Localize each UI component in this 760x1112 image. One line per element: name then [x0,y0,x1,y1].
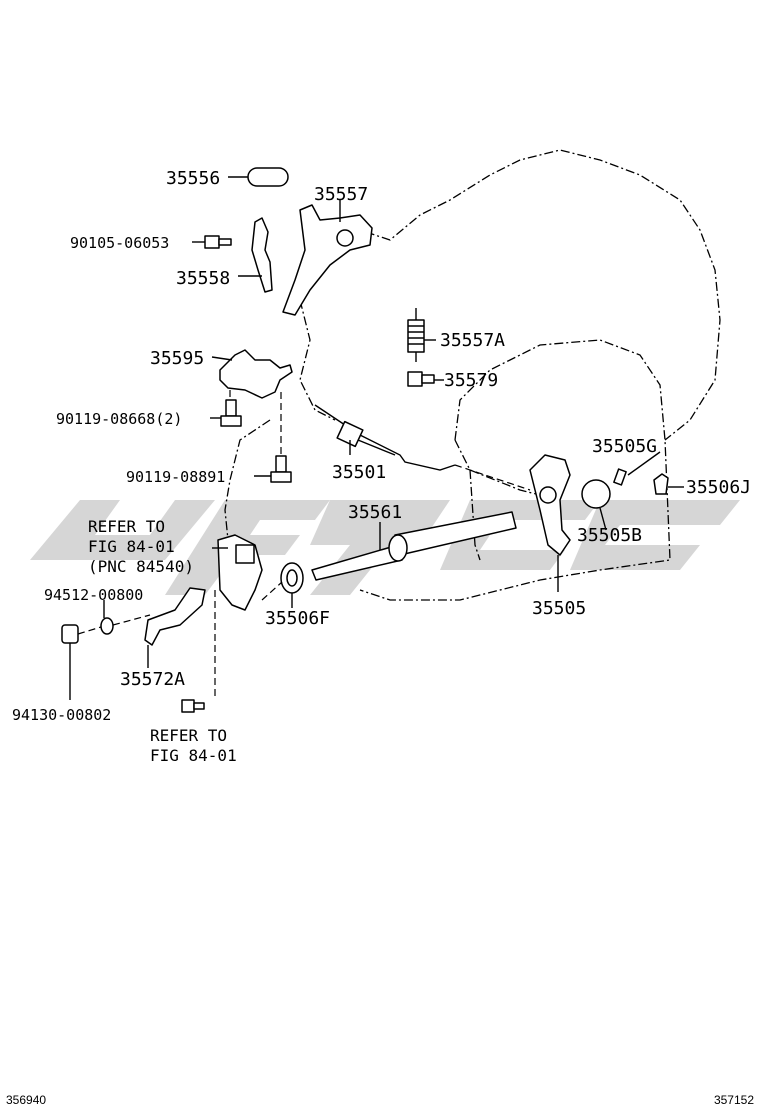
part-35505G-pin [613,468,627,486]
label-94512-00800: 94512-00800 [44,586,143,604]
part-35557A-spring [407,308,425,362]
label-refer-1-line-2: FIG 84-01 [88,537,175,556]
part-switch-assembly [217,534,263,611]
part-35561-shaft [311,511,517,581]
leader-lines [69,176,684,700]
part-35579-bolt [407,371,435,387]
label-refer-2-line-2: FIG 84-01 [150,746,237,765]
label-refer-1-line-1: REFER TO [88,517,165,536]
label-35501: 35501 [332,462,386,483]
part-90105-bolt [204,235,232,249]
label-90119-08668: 90119-08668(2) [56,410,182,428]
part-35501-cable [314,404,456,471]
part-35505B-bushing [581,479,611,509]
label-35558: 35558 [176,268,230,289]
part-35505-lever [529,454,571,556]
part-94130-nut [61,624,79,644]
label-35506J: 35506J [686,477,751,498]
label-35505: 35505 [532,598,586,619]
label-35579: 35579 [444,370,498,391]
label-refer-1-line-3: (PNC 84540) [88,557,194,576]
label-35561: 35561 [348,502,402,523]
footer-right-code: 357152 [714,1093,754,1107]
part-35572A-lever [144,587,206,646]
label-90105-06053: 90105-06053 [70,234,169,252]
label-35506F: 35506F [265,608,330,629]
label-90119-08891: 90119-08891 [126,468,225,486]
part-90119-bolt-a [220,399,242,427]
footer-left-code: 356940 [6,1093,46,1107]
part-90119-bolt-b [270,455,292,483]
label-35557: 35557 [314,184,368,205]
part-refer-bolt [181,699,205,713]
part-35558-bracket [251,217,273,293]
part-35557-lever [282,204,373,316]
part-35506J-clip [653,473,669,495]
label-refer-2-line-1: REFER TO [150,726,227,745]
part-labels: 35556 35557 90105-06053 35558 35557A 355… [12,168,751,765]
label-35505B: 35505B [577,525,642,546]
part-35595-bracket [219,349,293,399]
part-35556-pin [247,167,289,187]
label-35595: 35595 [150,348,204,369]
label-94130-00802: 94130-00802 [12,706,111,724]
footer: 356940 357152 [6,1093,754,1107]
label-35505G: 35505G [592,436,657,457]
label-35557A: 35557A [440,330,505,351]
part-35506F-seal [280,562,304,594]
dashed-assembly-lines [77,390,531,700]
label-35556: 35556 [166,168,220,189]
label-35572A: 35572A [120,669,185,690]
part-94512-washer [100,617,114,635]
